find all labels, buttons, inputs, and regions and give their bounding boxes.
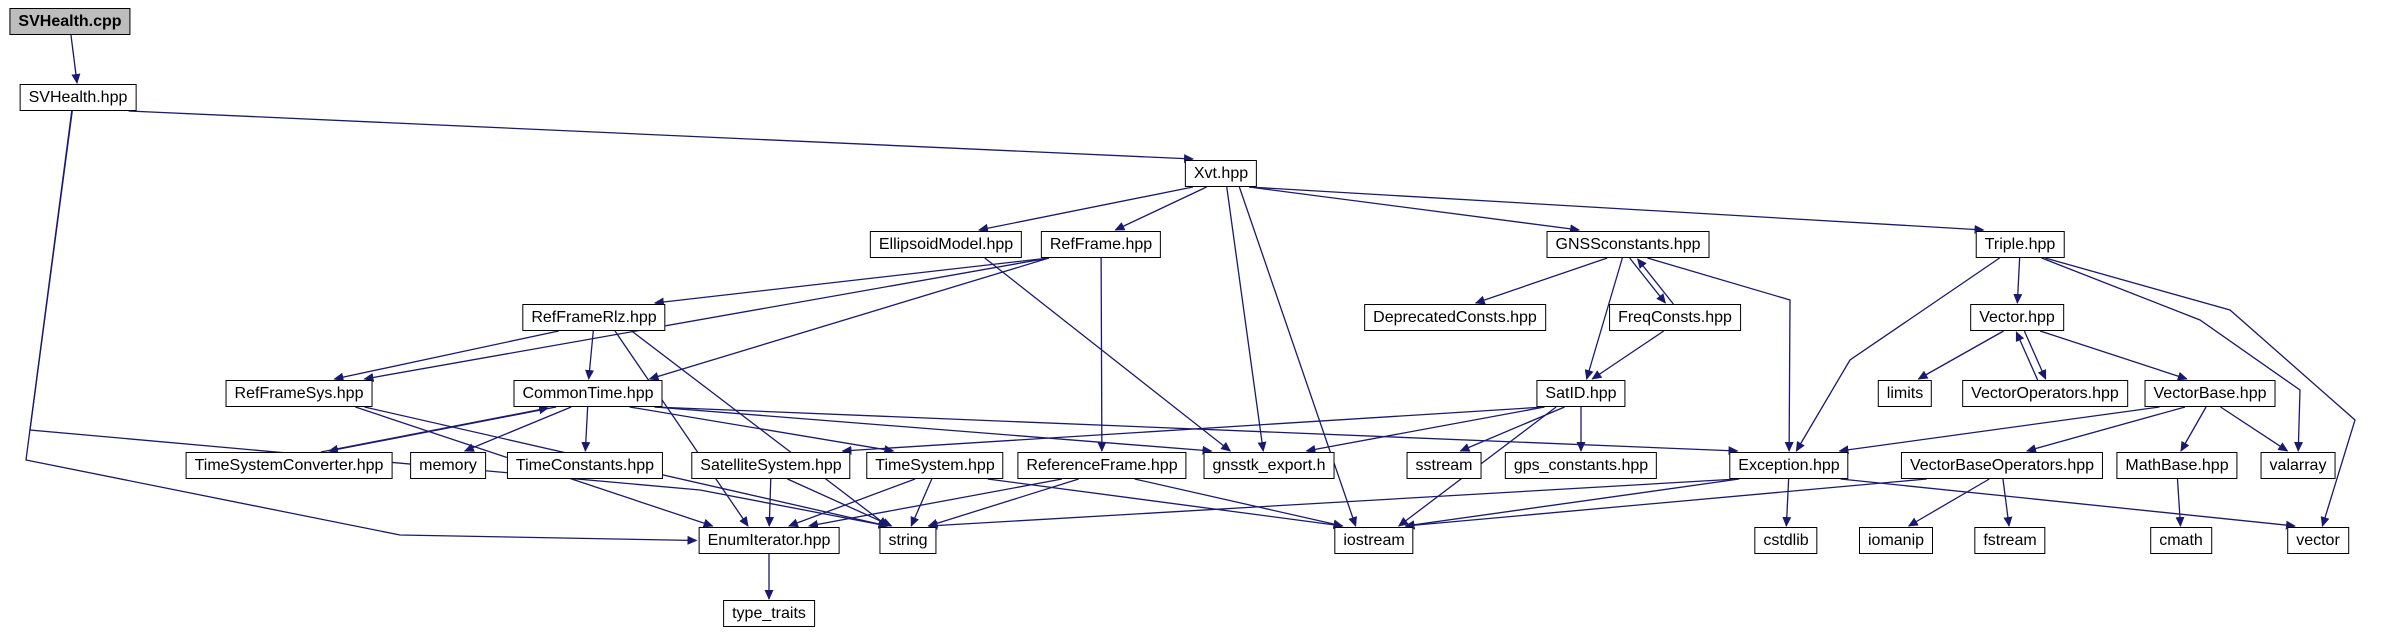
- graph-node-gnssconstants[interactable]: GNSSconstants.hpp: [1546, 231, 1710, 258]
- include-edge-mathbase-cmath: [2175, 478, 2185, 527]
- graph-node-refframerlz[interactable]: RefFrameRlz.hpp: [522, 304, 666, 331]
- include-edge-satellitesystem-enumiterator: [765, 478, 775, 527]
- graph-node-cstdlib: cstdlib: [1754, 527, 1818, 554]
- graph-node-triple[interactable]: Triple.hpp: [1975, 231, 2065, 258]
- include-edge-xvt-triple: [1248, 186, 1985, 234]
- include-edge-timesystem-string: [910, 478, 933, 527]
- include-edge-vectorbase-valarray: [2220, 406, 2289, 452]
- include-edge-vectorbase-vectorbaseoperators: [2025, 406, 2186, 453]
- include-edge-svhealth_cpp-svhealth_hpp: [70, 34, 81, 84]
- include-edge-commontime-memory: [463, 406, 572, 452]
- graph-node-type_traits: type_traits: [723, 600, 815, 627]
- include-edge-vectorbase-exception: [1838, 406, 2160, 455]
- include-edge-refframe-refframerlz: [653, 257, 1050, 307]
- include-edge-refframerlz-enumiterator: [614, 330, 749, 527]
- include-edge-vector_hpp-vectorbase: [2039, 330, 2188, 381]
- include-edge-vector_hpp-limits: [1917, 330, 2004, 380]
- include-edge-triple-exception: [1795, 257, 2000, 452]
- graph-node-refframe[interactable]: RefFrame.hpp: [1040, 231, 1162, 258]
- include-edge-referenceframe-string: [927, 478, 1079, 528]
- graph-node-timesystemconverter[interactable]: TimeSystemConverter.hpp: [185, 452, 393, 479]
- include-edge-refframerlz-commontime: [585, 330, 595, 380]
- graph-node-memory: memory: [410, 452, 486, 479]
- graph-node-satellitesystem[interactable]: SatelliteSystem.hpp: [691, 452, 851, 479]
- graph-node-xvt[interactable]: Xvt.hpp: [1184, 160, 1258, 187]
- include-edge-triple-vector_std: [2045, 257, 2356, 527]
- graph-node-referenceframe[interactable]: ReferenceFrame.hpp: [1017, 452, 1187, 479]
- graph-node-gnsstk_export[interactable]: gnsstk_export.h: [1203, 452, 1335, 479]
- graph-node-deprecatedconsts[interactable]: DeprecatedConsts.hpp: [1364, 304, 1546, 331]
- include-edge-vectorbaseoperators-iomanip: [1907, 478, 1990, 527]
- graph-node-fstream: fstream: [1974, 527, 2046, 554]
- include-edge-gnssconstants-freqconsts: [1629, 257, 1666, 304]
- include-edge-vectorbaseoperators-fstream: [2002, 478, 2013, 527]
- include-edge-satid-gnsstk_export: [1305, 406, 1545, 454]
- include-edge-satid-sstream: [1459, 406, 1565, 452]
- graph-node-gps_constants[interactable]: gps_constants.hpp: [1504, 452, 1658, 479]
- graph-node-refframesys[interactable]: RefFrameSys.hpp: [225, 380, 373, 407]
- include-edge-refframe-referenceframe: [1097, 257, 1107, 452]
- include-edge-commontime-gnsstk_export: [654, 406, 1213, 455]
- include-edge-triple-vector_hpp: [2013, 257, 2023, 304]
- graph-node-svhealth_cpp: SVHealth.cpp: [9, 8, 131, 35]
- graph-node-limits: limits: [1877, 380, 1933, 407]
- include-edge-vectorbaseoperators-iostream: [1404, 478, 1927, 530]
- include-edge-ellipsoidmodel-gnsstk_export: [984, 257, 1232, 452]
- graph-node-timesystem[interactable]: TimeSystem.hpp: [866, 452, 1004, 479]
- graph-node-vectorbase[interactable]: VectorBase.hpp: [2144, 380, 2276, 407]
- graph-node-vector_hpp[interactable]: Vector.hpp: [1970, 304, 2064, 331]
- include-edge-satellitesystem-string: [787, 478, 893, 527]
- include-edge-commontime-timeconstants: [581, 406, 591, 452]
- graph-node-mathbase[interactable]: MathBase.hpp: [2116, 452, 2238, 479]
- include-edge-xvt-gnsstk_export: [1226, 186, 1267, 452]
- include-edge-svhealth_hpp-xvt: [128, 110, 1194, 164]
- include-edge-exception-iostream: [1404, 478, 1740, 530]
- graph-node-vectoroperators[interactable]: VectorOperators.hpp: [1962, 380, 2128, 407]
- graph-node-svhealth_hpp[interactable]: SVHealth.hpp: [19, 84, 137, 111]
- include-edge-referenceframe-iostream: [1134, 478, 1344, 529]
- include-edge-xvt-ellipsoidmodel: [978, 186, 1194, 233]
- include-edge-refframe-commontime: [648, 257, 1050, 381]
- include-edge-freqconsts-satid: [1591, 330, 1665, 380]
- graph-node-iomanip: iomanip: [1858, 527, 1934, 554]
- graph-node-cmath: cmath: [2150, 527, 2212, 554]
- include-edge-vector_hpp-vectoroperators: [2023, 330, 2047, 380]
- include-edge-xvt-refframe: [1114, 186, 1207, 231]
- graph-node-vector_std: vector: [2287, 527, 2349, 554]
- include-edge-vectorbase-mathbase: [2180, 406, 2207, 452]
- include-edge-commontime-timesystem: [629, 406, 895, 454]
- include-edge-timesystemconverter-commontime: [320, 405, 550, 453]
- graph-node-ellipsoidmodel[interactable]: EllipsoidModel.hpp: [869, 231, 1023, 258]
- graph-node-vectorbaseoperators[interactable]: VectorBaseOperators.hpp: [1900, 452, 2104, 479]
- graph-node-satid[interactable]: SatID.hpp: [1536, 380, 1626, 407]
- graph-node-exception[interactable]: Exception.hpp: [1729, 452, 1849, 479]
- include-edge-xvt-gnssconstants: [1248, 186, 1581, 234]
- include-edge-exception-string: [927, 478, 1738, 530]
- include-edge-refframerlz-refframesys: [333, 330, 559, 382]
- include-edge-timesystem-enumiterator: [787, 478, 916, 528]
- graph-node-freqconsts[interactable]: FreqConsts.hpp: [1609, 304, 1741, 331]
- include-edge-triple-valarray: [2041, 257, 2303, 452]
- graph-node-string: string: [879, 527, 937, 554]
- graph-node-enumiterator[interactable]: EnumIterator.hpp: [698, 527, 840, 554]
- graph-node-valarray: valarray: [2260, 452, 2336, 479]
- include-edge-gnssconstants-deprecatedconsts: [1474, 257, 1608, 305]
- graph-node-sstream: sstream: [1406, 452, 1482, 479]
- graph-node-commontime[interactable]: CommonTime.hpp: [513, 380, 663, 407]
- graph-node-timeconstants[interactable]: TimeConstants.hpp: [506, 452, 664, 479]
- include-edge-vectoroperators-vector_hpp: [2015, 331, 2039, 381]
- include-edge-satid-satellitesystem: [841, 406, 1545, 455]
- graph-node-iostream: iostream: [1334, 527, 1414, 554]
- include-edge-gnssconstants-satid: [1584, 257, 1623, 380]
- include-edge-exception-cstdlib: [1782, 478, 1792, 527]
- include-edge-referenceframe-enumiterator: [807, 478, 1063, 529]
- include-edge-timesystem-iostream: [987, 478, 1344, 530]
- include-edge-gnssconstants-exception: [1647, 257, 1794, 452]
- include-edge-xvt-iostream: [1238, 186, 1357, 527]
- include-edge-freqconsts-gnssconstants: [1637, 258, 1674, 305]
- include-edge-refframe-refframesys: [363, 257, 1050, 382]
- include-edge-exception-vector_std: [1840, 478, 2296, 530]
